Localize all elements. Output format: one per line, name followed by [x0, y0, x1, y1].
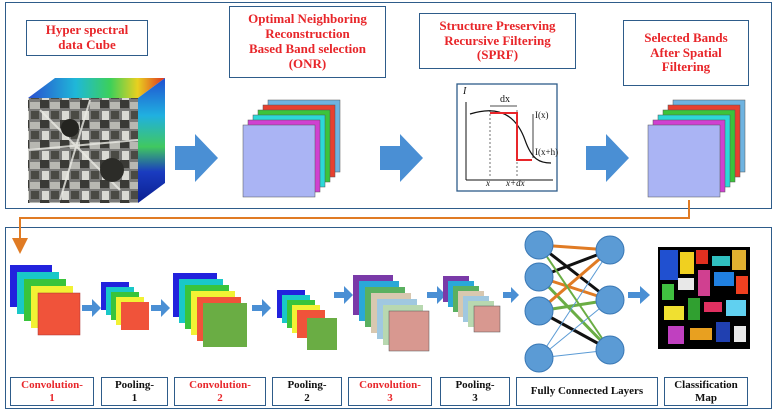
plot-x-tick-1: x [486, 178, 490, 188]
pipe-arrow-1 [82, 299, 101, 317]
plot-dx-label: dx [500, 94, 510, 105]
band-stack-onr [242, 99, 341, 198]
pipe-arrow-5 [427, 286, 446, 304]
pipe-arrow-6 [503, 287, 519, 303]
plot-y-label: I [463, 86, 467, 97]
hyperspectral-cube-icon [27, 78, 165, 203]
fully-connected-network [524, 230, 625, 373]
pooling-3-label: Pooling- 3 [440, 377, 510, 406]
pipe-arrow-7 [628, 286, 650, 304]
flow-arrow-1 [175, 134, 218, 182]
convolution-1-label: Convolution- 1 [10, 377, 94, 406]
plot-x-tick-2: x+dx [506, 178, 525, 188]
fully-connected-label: Fully Connected Layers [516, 377, 658, 406]
classification-map [658, 247, 750, 349]
flow-arrow-2 [380, 134, 423, 182]
sprf-filter-plot [456, 83, 558, 192]
conv3-stack [353, 275, 430, 352]
step-selected-bands-title: Selected Bands After Spatial Filtering [623, 20, 749, 86]
classification-map-label: Classification Map [664, 377, 748, 406]
step-sprf-title: Structure Preserving Recursive Filtering… [419, 13, 576, 69]
pooling-2-label: Pooling- 2 [272, 377, 342, 406]
step-onr-title: Optimal Neighboring Reconstruction Based… [229, 6, 386, 78]
pool1-stack [101, 282, 149, 330]
conv1-stack [10, 265, 81, 336]
step-hyperspectral-cube-title: Hyper spectral data Cube [26, 20, 148, 56]
pipe-arrow-4 [334, 286, 353, 304]
conv2-stack [173, 273, 247, 347]
plot-annot-bottom: I(x+h) [535, 147, 559, 157]
pipe-arrow-3 [252, 299, 271, 317]
pooling-1-label: Pooling- 1 [101, 377, 168, 406]
convolution-3-label: Convolution- 3 [348, 377, 432, 406]
plot-annot-top: I(x) [535, 110, 549, 120]
band-stack-selected [647, 99, 746, 198]
pool2-stack [277, 290, 337, 350]
convolution-2-label: Convolution- 2 [174, 377, 266, 406]
pool3-stack [443, 276, 501, 333]
flow-arrow-3 [586, 134, 629, 182]
pipe-arrow-2 [151, 299, 170, 317]
connector-line [12, 200, 690, 254]
